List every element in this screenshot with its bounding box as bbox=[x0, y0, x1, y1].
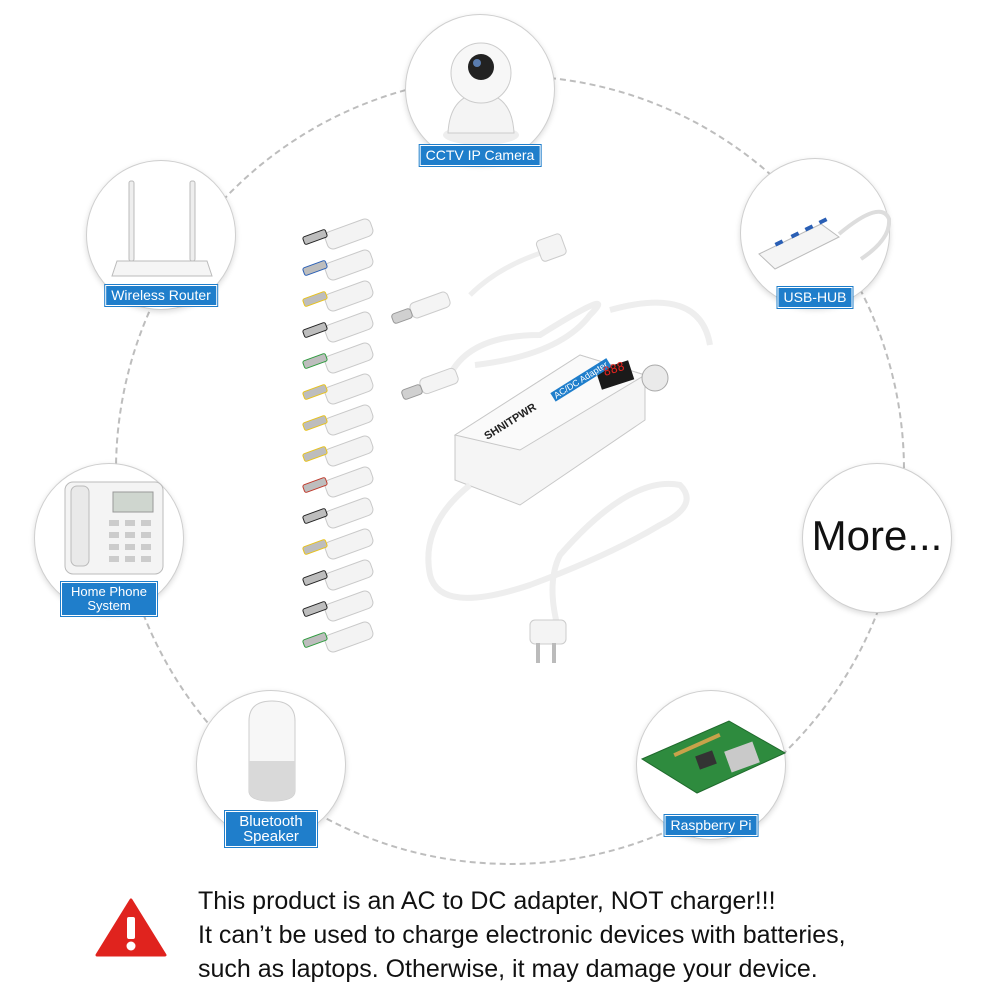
tag-phone: Home Phone System bbox=[61, 582, 157, 616]
dc-tip-pin bbox=[302, 260, 328, 276]
tag-cctv: CCTV IP Camera bbox=[419, 145, 541, 166]
phone-icon bbox=[64, 481, 164, 575]
dc-tip bbox=[324, 311, 374, 343]
tag-speaker-line1: Bluetooth bbox=[239, 813, 303, 830]
bubble-usb-hub: USB-HUB bbox=[740, 158, 891, 308]
dc-tips-icon bbox=[302, 218, 374, 653]
dc-tip-pin bbox=[302, 570, 328, 586]
tag-raspberry: Raspberry Pi bbox=[664, 815, 758, 836]
dc-tip bbox=[324, 218, 374, 250]
notice-line2: It can’t be used to charge electronic de… bbox=[198, 921, 846, 949]
dc-tip bbox=[324, 280, 374, 312]
dc-tip bbox=[324, 559, 374, 591]
dc-tip-pin bbox=[302, 446, 328, 462]
bubble-router: Wireless Router bbox=[86, 160, 236, 310]
dc-tip-pin bbox=[302, 229, 328, 245]
notice-text: This product is an AC to DC adapter, NOT… bbox=[198, 884, 978, 986]
tag-router: Wireless Router bbox=[105, 285, 217, 306]
tag-phone-line2: System bbox=[87, 598, 131, 613]
dc-tip-pin bbox=[302, 539, 328, 555]
dc-tip-pin bbox=[302, 477, 328, 493]
usb-hub-icon bbox=[758, 209, 891, 270]
tag-speaker: Bluetooth Speaker bbox=[225, 811, 317, 847]
dc-tip bbox=[324, 466, 374, 498]
tag-phone-line1: Home Phone bbox=[71, 584, 147, 599]
dc-tip bbox=[324, 497, 374, 529]
notice-line3: such as laptops. Otherwise, it may damag… bbox=[198, 955, 818, 983]
dc-tip bbox=[324, 404, 374, 436]
dc-tip bbox=[324, 435, 374, 467]
speaker-icon bbox=[248, 700, 296, 802]
dc-tip-pin bbox=[302, 322, 328, 338]
raspberry-pi-icon bbox=[640, 720, 787, 794]
dc-tip bbox=[324, 621, 374, 653]
bubble-more: More... bbox=[802, 463, 952, 613]
bubble-cctv: CCTV IP Camera bbox=[405, 14, 555, 166]
dc-tip-pin bbox=[302, 632, 328, 648]
dc-tip-pin bbox=[302, 291, 328, 307]
dc-tip bbox=[324, 528, 374, 560]
bubble-phone: Home Phone System bbox=[34, 463, 184, 616]
dc-tip bbox=[324, 590, 374, 622]
tag-usb-hub: USB-HUB bbox=[777, 287, 853, 308]
dc-tip-pin bbox=[302, 415, 328, 431]
warning-icon bbox=[95, 898, 167, 957]
router-icon bbox=[111, 180, 213, 277]
dc-tip bbox=[324, 342, 374, 374]
dc-tip-pin bbox=[302, 601, 328, 617]
dc-tip bbox=[324, 249, 374, 281]
dc-tip-pin bbox=[302, 508, 328, 524]
bubble-raspberry: Raspberry Pi bbox=[636, 690, 787, 840]
power-adapter-icon bbox=[391, 233, 713, 663]
camera-icon bbox=[443, 42, 519, 145]
more-label: More... bbox=[811, 512, 943, 559]
dc-tip-pin bbox=[302, 353, 328, 369]
notice-line1: This product is an AC to DC adapter, NOT… bbox=[198, 887, 776, 915]
dc-tip-pin bbox=[302, 384, 328, 400]
bubble-speaker: Bluetooth Speaker bbox=[196, 690, 346, 847]
tag-speaker-line2: Speaker bbox=[243, 828, 299, 845]
dc-tip bbox=[324, 373, 374, 405]
